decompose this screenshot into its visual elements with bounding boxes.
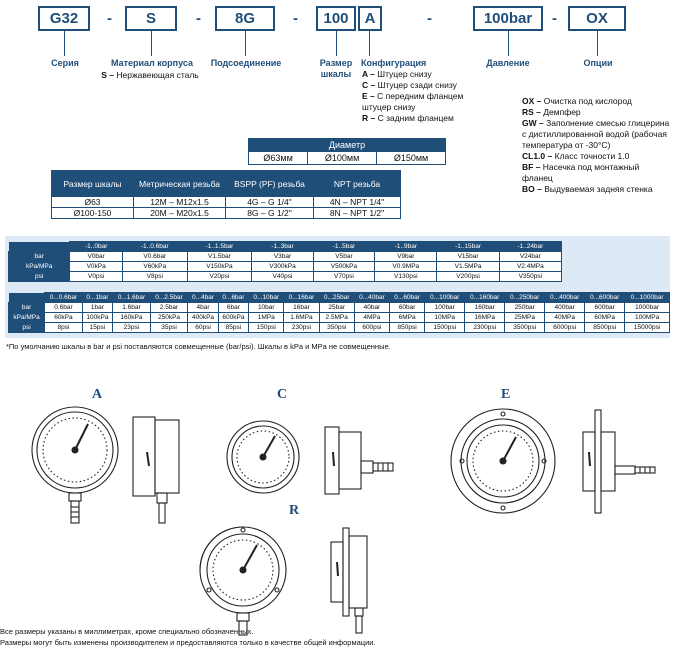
figure-label-r: R [289,503,300,518]
config-item: A – Штуцер снизу [362,69,432,79]
connection-cell: Ø100-150 [51,207,134,219]
code-connection: 8G [234,10,255,27]
connection-header: Размер шкалы [51,170,134,197]
code-scale: 100 [323,10,349,27]
gauge-a-front [31,406,119,524]
code-config-box: A [358,6,382,31]
code-separator: - [107,10,112,27]
option-item: OX – Очистка под кислород [522,96,632,106]
diameter-header: Диаметр [248,138,446,152]
code-separator: - [427,10,432,27]
code-material: S [145,10,156,27]
label-pressure: Давление [486,58,530,68]
range-corner [8,241,70,252]
code-options: OX [586,10,608,27]
code-series: G32 [49,10,79,27]
range-cell: 15psi [81,322,114,333]
connector-line [151,31,152,56]
vacuum-range-table: -1..0bar-1..0.6bar-1..1.5bar-1..3bar-1..… [7,241,563,282]
code-separator: - [196,10,201,27]
gauge-c-side [324,426,394,495]
connector-line [597,31,598,56]
code-connection-box: 8G [215,6,275,31]
range-corner [8,292,45,303]
config-item: R – С задним фланцем [362,113,454,123]
config-description: A – Штуцер снизу C – Штуцер сзади снизу … [362,69,480,124]
range-cell: 15000psi [624,322,670,333]
code-separator: - [293,10,298,27]
gauge-e-side [582,409,656,514]
config-item: C – Штуцер сзади снизу [362,80,457,90]
connector-line [64,31,65,56]
figure-label-a: A [92,387,103,402]
option-item: RS – Демпфер [522,107,581,117]
connector-line [245,31,246,56]
range-cell: 85psi [217,322,250,333]
options-description: OX – Очистка под кислород RS – Демпфер G… [522,96,672,195]
gauge-a-side [132,416,180,524]
scale-note: *По умолчанию шкалы в bar и psi поставля… [6,342,391,351]
code-pressure-box: 100bar [473,6,543,31]
connector-line [336,31,337,56]
code-pressure: 100bar [483,10,533,27]
diameter-cell: Ø100мм [307,151,378,165]
range-cell: 8500psi [584,322,626,333]
connection-table: Размер шкалы Метрическая резьба BSPP (PF… [51,170,401,219]
option-item: GW – Заполнение смесью глицерина с дисти… [522,118,670,150]
config-item: E – С передним фланцем штуцер снизу [362,91,464,112]
gauge-e-front [450,408,556,514]
code-scale-box: 100 [316,6,356,31]
connector-line [369,31,370,56]
diameter-cell: Ø63мм [247,151,309,165]
range-unit-label: psi [7,322,46,333]
range-unit-label: psi [7,271,71,282]
connector-line [508,31,509,56]
range-cell: V350psi [498,271,563,282]
code-material-box: S [125,6,177,31]
code-series-box: G32 [38,6,90,31]
label-material: Материал корпуса [111,58,193,68]
label-connection: Подсоединение [210,58,282,68]
footer-note-2: Размеры могут быть изменены производител… [0,638,376,647]
table-row: Ø100-150 20M – M20x1.5 8G – G 1/2" 8N – … [51,207,401,219]
connection-cell: 8G – G 1/2" [225,207,314,219]
range-cell: V70psi [312,271,376,282]
diameter-cell: Ø150мм [376,151,446,165]
option-item: CL1.0 – Класс точности 1.0 [522,151,630,161]
gauge-c-front [226,420,300,494]
code-config: A [364,10,376,27]
option-item: BO – Выдуваемая задняя стенка [522,184,653,194]
figure-label-c: C [277,387,288,402]
material-description: S – Нержавеющая сталь [101,70,199,80]
label-options: Опции [583,58,613,68]
code-separator: - [552,10,557,27]
footer-note-1: Все размеры указаны в миллиметрах, кроме… [0,627,254,636]
connection-header: NPT резьба [313,170,401,197]
gauge-r-front [199,526,287,636]
figure-label-e: E [501,387,511,402]
code-options-box: OX [568,6,626,31]
diameter-table: Диаметр Ø63мм Ø100мм Ø150мм [247,138,446,165]
range-cell: 850psi [389,322,426,333]
label-config: Конфигурация [361,58,427,68]
label-series: Серия [51,58,79,68]
connection-header: Метрическая резьба [133,170,226,197]
label-scale: Размер шкалы [319,58,353,79]
connection-cell: 8N – NPT 1/2" [313,207,401,219]
gauge-r-side [330,527,368,634]
option-item: BF – Насечка под монтажный фланец [522,162,640,183]
